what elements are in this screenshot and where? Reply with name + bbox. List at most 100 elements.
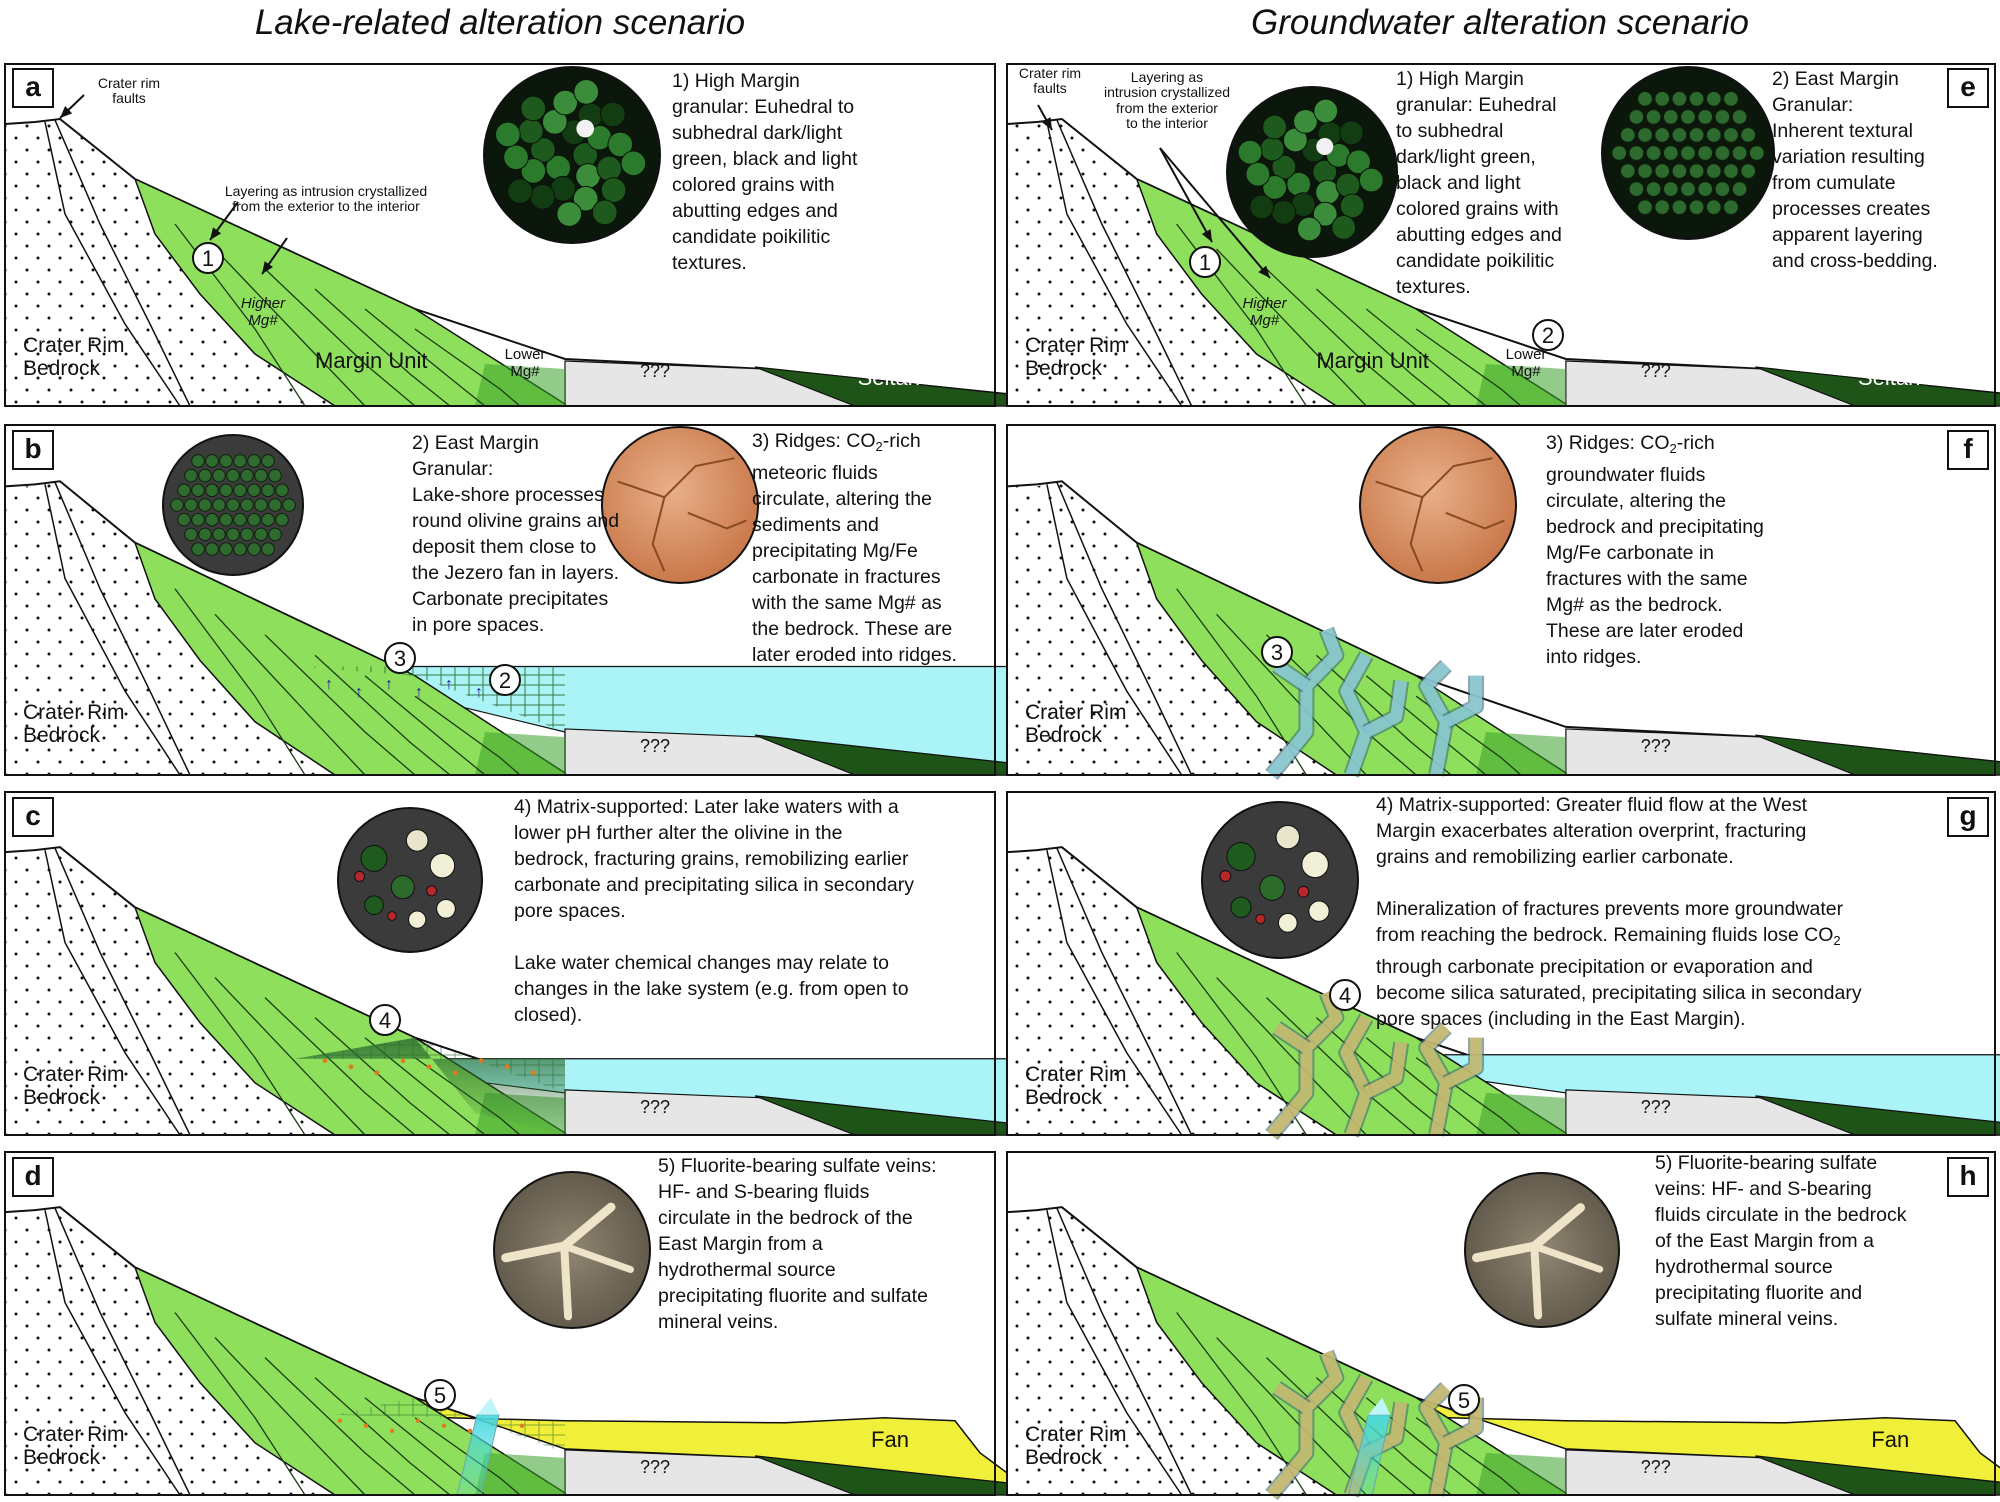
caption-line: circulate, altering the	[1546, 490, 1726, 512]
silica-vein	[1420, 1023, 1453, 1137]
step-marker-circle	[1329, 979, 1361, 1011]
carbonate-vein	[1443, 675, 1483, 728]
rounded-grain	[254, 468, 268, 483]
step-marker-1: 1	[1199, 250, 1211, 275]
caption-line: 4) Matrix-supported: Later lake waters w…	[514, 796, 899, 818]
silica-point	[389, 1428, 395, 1434]
step-marker-circle	[1189, 246, 1221, 278]
olivine-grain	[600, 101, 626, 128]
caption-line: Bedrock	[1024, 357, 1102, 381]
unknown-label: ???	[1626, 361, 1686, 382]
seitah-unit	[1755, 366, 2000, 407]
unknown-label: ???	[1626, 736, 1686, 757]
rounded-grain	[1645, 145, 1662, 161]
crater-rim-fault	[44, 484, 181, 776]
caption-line: Crater Rim	[23, 701, 125, 725]
crater-rim-fault	[1046, 121, 1183, 407]
rounded-grain	[191, 483, 205, 498]
caption-line: 2) East Margin	[1772, 68, 1899, 90]
rounded-grain	[1645, 109, 1662, 125]
fracture-line	[687, 511, 747, 530]
caption-line: colored grains with	[672, 174, 835, 196]
unknown-label: ???	[625, 1097, 685, 1118]
rounded-grain	[233, 542, 247, 556]
rounded-grain	[1662, 145, 1679, 161]
panel-frame	[4, 63, 996, 407]
caption-line: faults	[1033, 80, 1067, 97]
matrix-grain	[1275, 824, 1301, 850]
olivine-grain	[1312, 201, 1338, 227]
step-marker-1: 1	[202, 246, 214, 271]
olivine-grain	[1331, 214, 1357, 240]
caption-d5: 5) Fluorite-bearing sulfate veins:HF- an…	[658, 1153, 937, 1335]
rounded-grain	[282, 498, 296, 512]
caption-line: 1) High Margin	[1396, 68, 1524, 90]
silica-point	[452, 1070, 458, 1076]
rounded-grain	[1628, 109, 1645, 125]
panel-letter-e: e	[1947, 68, 1989, 108]
panel-b: ↑↑↑↑↑↑↑32	[4, 424, 1008, 776]
fan-label: Fan	[860, 1427, 920, 1452]
rounded-grain	[198, 527, 212, 542]
matrix-grain	[1308, 900, 1330, 922]
rounded-grain	[268, 527, 282, 542]
caption-line: sulfate mineral veins.	[1655, 1308, 1839, 1330]
rounded-grain	[1697, 109, 1714, 125]
rounded-grain	[1654, 127, 1671, 143]
carbonate-arrow: ↑	[415, 684, 423, 701]
rounded-grain	[1611, 145, 1628, 161]
caption-line: dark/light green,	[1396, 146, 1536, 168]
crater-rim-fault	[44, 850, 181, 1136]
intrusion-layer-line	[314, 1017, 451, 1136]
olivine-grain	[1271, 154, 1297, 180]
rounded-grain	[1628, 145, 1645, 161]
caption-line: textures.	[1396, 276, 1471, 298]
carbonate-vein	[1363, 680, 1408, 738]
caption-line: Margin Unit	[1316, 348, 1429, 373]
olivine-grain	[1237, 139, 1263, 165]
unknown-label: ???	[1626, 1097, 1686, 1118]
intrusion-layer-line	[174, 588, 306, 776]
rounded-grain	[247, 483, 261, 498]
intrusion-layer-line	[1216, 248, 1367, 407]
caption-line: granular: Euhedral	[1396, 94, 1557, 116]
right-column-title: Groundwater alteration scenario	[1250, 3, 1750, 42]
caption-line: abutting edges and	[672, 200, 838, 222]
caption-line: with the same Mg# as	[752, 592, 942, 614]
intrusion-layer-line	[414, 328, 521, 407]
caption-line: ???	[639, 361, 671, 381]
rounded-grain	[1637, 127, 1653, 143]
intrusion-layer-line	[314, 288, 451, 407]
rounded-grain	[1705, 163, 1722, 179]
rounded-grain	[1688, 91, 1705, 107]
rounded-grain	[1637, 91, 1653, 107]
rounded-grain	[212, 468, 226, 483]
caption-line: to subhedral	[1396, 120, 1504, 142]
caption-line: Mineralization of fractures prevents mor…	[1376, 898, 1844, 920]
panel-a: 1	[4, 63, 1008, 407]
caption-line: carbonate in fractures	[752, 566, 941, 588]
intrusion-layer-line	[314, 654, 451, 776]
crater-rim-bedrock	[1007, 481, 1337, 775]
crater-rim-fault	[54, 119, 191, 407]
rounded-grain	[1714, 109, 1731, 125]
margin-unit-low-mg	[475, 1452, 565, 1495]
caption-line: These are later eroded	[1546, 620, 1744, 642]
unknown-label: ???	[1626, 1457, 1686, 1478]
olivine-grain	[620, 150, 647, 177]
caption-line: groundwater fluids	[1546, 464, 1706, 486]
left-column-title: Lake-related alteration scenario	[254, 3, 746, 42]
rounded-grain	[240, 468, 254, 483]
caption-line: circulate in the bedrock of the	[658, 1207, 913, 1229]
caption-line: Crater Rim	[1024, 1062, 1127, 1086]
rounded-grain	[240, 527, 254, 542]
rounded-grain	[261, 542, 275, 556]
